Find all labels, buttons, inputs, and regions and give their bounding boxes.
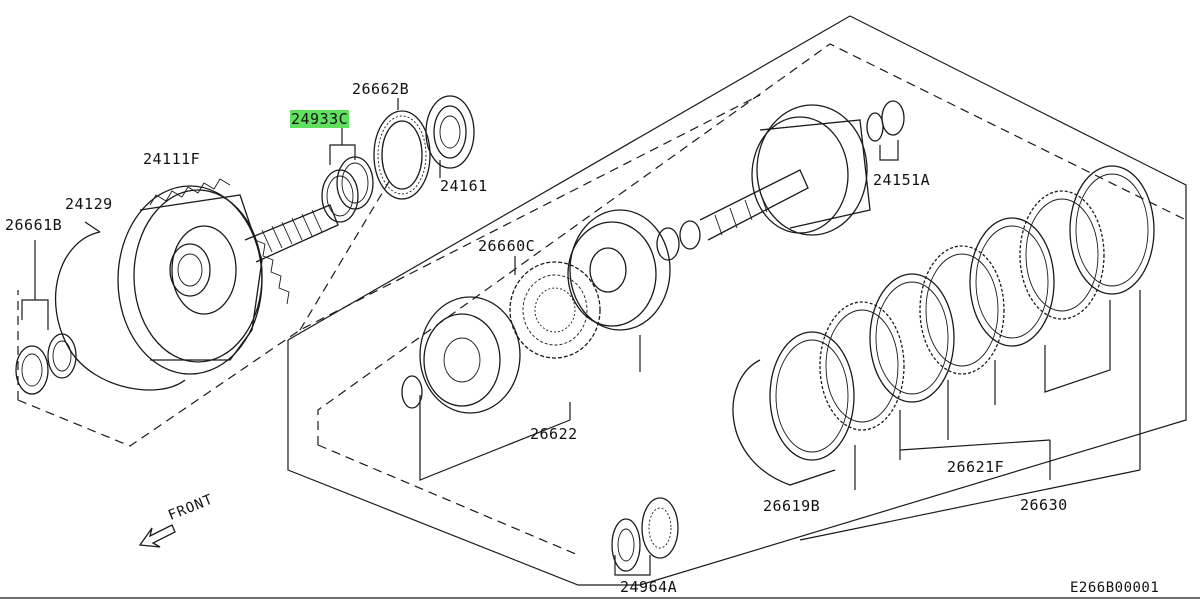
thrust-bearing-26662b [373,98,431,200]
part-label-24161[interactable]: 24161 [440,177,488,195]
part-label-26622[interactable]: 26622 [530,425,578,443]
clutch-plates [732,165,1155,490]
diagram-code: E266B00001 [1070,580,1160,596]
part-label-24151a[interactable]: 24151A [873,171,931,189]
assembly-outline [287,15,1187,586]
drum-group-outline [17,94,761,447]
seal-26661b [15,240,77,395]
clutch-hub-24151a [656,100,905,261]
part-label-26621f[interactable]: 26621F [947,458,1005,476]
part-label-24129[interactable]: 24129 [65,195,113,213]
subassembly-dashed-outline [317,43,1187,445]
part-label-24111f[interactable]: 24111F [143,150,201,168]
part-label-26660c[interactable]: 26660C [478,237,536,255]
bearing-24161 [425,95,475,178]
thrust-bearing-24964a [611,497,679,576]
part-label-24964a[interactable]: 24964A [620,578,678,596]
seal-rings-24933c [321,128,374,223]
input-drum-24111f [117,178,339,375]
part-label-26662b[interactable]: 26662B [352,80,410,98]
piston [567,209,671,331]
part-label-26661b[interactable]: 26661B [5,216,63,234]
front-arrow-icon [138,524,176,548]
part-label-26630[interactable]: 26630 [1020,496,1068,514]
clutch-hub-gear [401,296,521,414]
part-label-24933c[interactable]: 24933C [290,110,350,128]
return-spring-26660c [509,256,601,359]
part-label-26619b[interactable]: 26619B [763,497,821,515]
